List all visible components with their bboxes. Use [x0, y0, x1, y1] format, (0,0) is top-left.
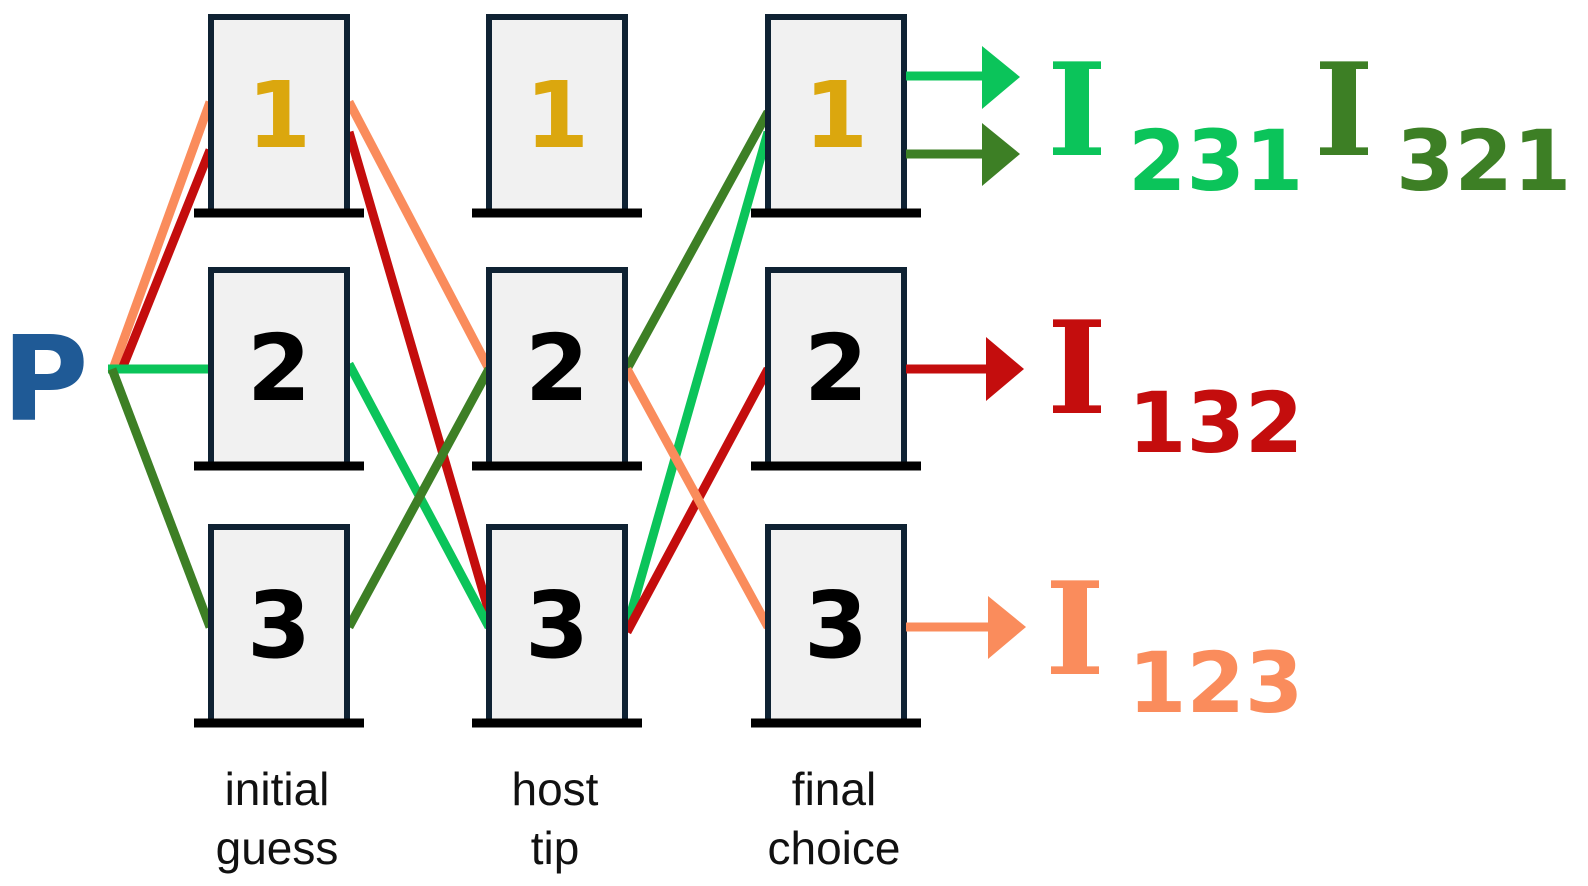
path-123-segment-start	[108, 100, 215, 371]
paths	[107, 99, 773, 635]
outcome-subscript: 231	[1128, 112, 1303, 210]
column-label-choice: choice	[768, 822, 901, 874]
outcome-subscript: 321	[1396, 112, 1571, 210]
door-3-2: 2	[751, 267, 921, 471]
door-2-3: 3	[472, 524, 642, 728]
source-label: P	[2, 310, 88, 448]
door-number: 1	[247, 62, 311, 169]
outcome-symbol: I	[1045, 555, 1105, 705]
door-1-2: 2	[194, 267, 364, 471]
arrow-321	[906, 123, 1020, 186]
outcome-label-231: I 231	[1047, 36, 1303, 210]
door-number: 2	[525, 315, 589, 422]
door-2-1: 1	[472, 14, 642, 218]
door-number: 1	[804, 62, 868, 169]
path-321-segment-middle	[345, 366, 493, 630]
door-panel	[208, 14, 350, 216]
column-label-final: final	[792, 763, 876, 815]
door-number: 3	[525, 572, 589, 679]
path-321-segment-end	[623, 109, 772, 372]
outcome-subscript: 123	[1128, 634, 1303, 732]
door-number: 2	[804, 315, 868, 422]
door-1-1: 1	[194, 14, 364, 218]
door-panel	[486, 14, 628, 216]
outcome-label-123: I 123	[1045, 555, 1303, 732]
outcome-symbol: I	[1047, 36, 1107, 186]
outcome-label-321: I 321	[1314, 36, 1571, 210]
door-number: 3	[804, 572, 868, 679]
door-2-2: 2	[472, 267, 642, 471]
path-123-segment-end	[623, 366, 772, 630]
door-number: 1	[525, 62, 589, 169]
door-number: 2	[247, 315, 311, 422]
door-number: 3	[247, 572, 311, 679]
door-3-1: 1	[751, 14, 921, 218]
outcome-label-132: I 132	[1047, 294, 1303, 472]
path-132-segment-start	[117, 148, 215, 371]
path-132-segment-middle	[344, 130, 494, 614]
path-231-segment-end	[622, 130, 773, 629]
outcome-arrows	[906, 46, 1026, 659]
door-panel	[486, 524, 628, 726]
outcome-subscript: 132	[1128, 374, 1303, 472]
column-label-tip: tip	[531, 822, 580, 874]
door-panel	[765, 524, 907, 726]
door-3-3: 3	[751, 524, 921, 728]
outcome-symbol: I	[1047, 294, 1107, 444]
arrow-132	[906, 337, 1024, 401]
arrow-123	[906, 596, 1026, 659]
path-321-segment-start	[107, 367, 215, 629]
column-label-initial: initial	[225, 763, 330, 815]
door-panel	[208, 524, 350, 726]
column-label-host: host	[512, 763, 599, 815]
path-123-segment-middle	[345, 99, 493, 372]
door-1-3: 3	[194, 524, 364, 728]
outcome-symbol: I	[1314, 36, 1374, 186]
door-panel	[208, 267, 350, 469]
column-label-guess: guess	[216, 822, 339, 874]
arrow-231	[906, 46, 1020, 109]
door-panel	[765, 14, 907, 216]
doors: 1 2 3 1 2 3 1 2 3	[194, 14, 921, 728]
